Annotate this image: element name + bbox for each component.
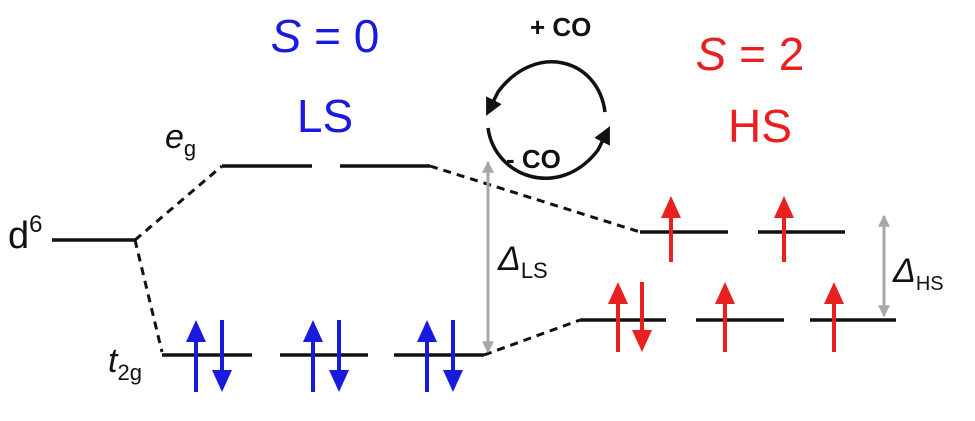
ls-electron-pair-3 (417, 320, 463, 392)
ls-label: LS (297, 90, 353, 142)
hs-label: HS (728, 100, 792, 152)
t2g-base: t (108, 342, 119, 380)
eg-base: e (165, 118, 184, 156)
hs-gap-label: ΔHS (892, 252, 944, 295)
hs-spin-value: = 2 (726, 28, 804, 80)
add-co-arrow (486, 60, 607, 116)
d6-base: d (8, 215, 29, 257)
correlation-d6-to-t2g (133, 239, 164, 353)
eg-subscript: g (184, 136, 196, 161)
correlation-eg-to-hs (429, 164, 641, 234)
hs-t2g-spin-up-arrow-3 (824, 282, 844, 352)
eg-label: eg (165, 118, 196, 161)
ls-gap-label: ΔLS (497, 240, 548, 283)
ls-spin-down-arrow (212, 320, 232, 392)
ls-electron-pair-2 (303, 320, 349, 392)
ls-spin-up-arrow (186, 320, 206, 392)
t2g-label: t2g (108, 342, 142, 385)
hs-electron-pair (608, 282, 652, 352)
d6-label: d6 (8, 211, 43, 257)
ls-spin-value: = 0 (301, 10, 379, 62)
remove-co-label: - CO (506, 144, 561, 174)
hs-spin-symbol: S (696, 28, 727, 80)
ls-spin-up-arrow (303, 320, 323, 392)
ls-spin-down-arrow (443, 320, 463, 392)
ls-gap-delta: Δ (497, 240, 521, 278)
hs-spin-state: S = 2 (696, 28, 805, 80)
hs-eg-spin-up-arrow-1 (661, 196, 681, 262)
hs-t2g-spin-up-arrow-2 (715, 282, 735, 352)
correlation-d6-to-eg (134, 164, 223, 242)
correlation-t2g-to-hs (483, 318, 581, 357)
t2g-subscript: 2g (117, 360, 141, 385)
hs-spin-down-arrow (632, 282, 652, 352)
hs-gap-subscript: HS (916, 273, 944, 295)
ls-gap-subscript: LS (521, 258, 548, 283)
ls-spin-down-arrow (329, 320, 349, 392)
ls-electron-pair-1 (186, 320, 232, 392)
ls-spin-state: S = 0 (271, 10, 380, 62)
ls-spin-up-arrow (417, 320, 437, 392)
remove-co-arrow (486, 126, 610, 180)
d6-superscript: 6 (29, 211, 42, 238)
hs-eg-spin-up-arrow-2 (774, 196, 794, 262)
add-co-label: + CO (530, 12, 591, 42)
hs-gap-delta: Δ (892, 252, 916, 290)
hs-spin-up-arrow (608, 282, 628, 352)
ls-spin-symbol: S (271, 10, 302, 62)
